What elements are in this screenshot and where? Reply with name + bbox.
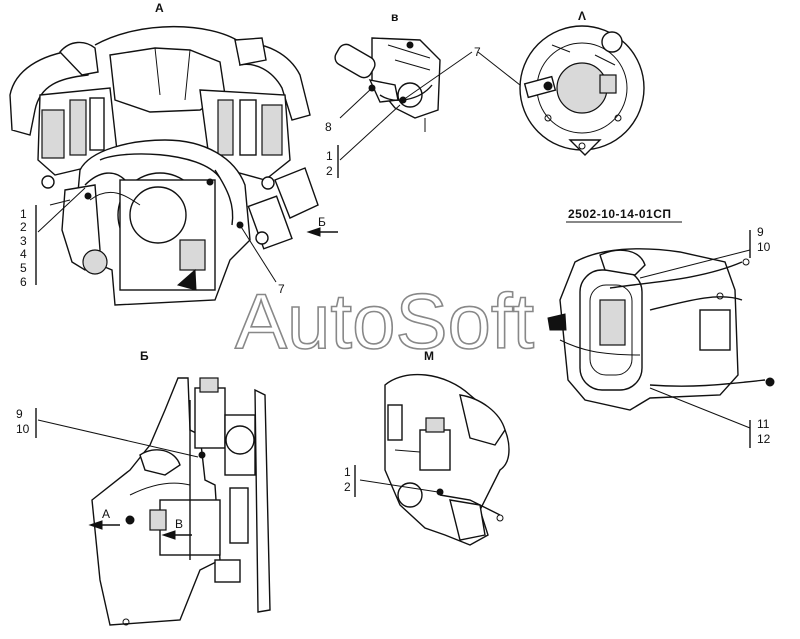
arrow-b-label: Б xyxy=(318,215,326,229)
view-arrow-a: А xyxy=(88,507,120,530)
callout-right-10: 10 xyxy=(757,240,771,254)
callout-3: 3 xyxy=(20,234,27,248)
callout-right-12: 12 xyxy=(757,432,771,446)
view-arrow-b: Б xyxy=(306,215,338,237)
view-l-alternator xyxy=(519,25,645,156)
drawing-code: 2502-10-14-01СП xyxy=(568,207,672,221)
callout-view-m-2: 2 xyxy=(344,480,351,494)
callout-view-v-8: 8 xyxy=(325,120,332,134)
callout-right-11: 11 xyxy=(757,417,770,431)
view-label-v: в xyxy=(391,10,398,24)
callout-right-9: 9 xyxy=(757,225,764,239)
view-label-a: А xyxy=(155,1,164,15)
callout-1: 1 xyxy=(20,207,27,221)
callout-5: 5 xyxy=(20,261,27,275)
view-v-assembly xyxy=(334,37,521,178)
callout-view-b-9: 9 xyxy=(16,407,23,421)
right-assembly xyxy=(547,230,775,448)
watermark: AutoSoft xyxy=(235,277,535,365)
arrow-v-label: В xyxy=(175,517,183,531)
view-label-l: Λ xyxy=(578,9,586,23)
callout-engine-7: 7 xyxy=(278,282,285,296)
view-label-m: М xyxy=(424,349,434,363)
engine-front-view xyxy=(9,25,319,306)
view-b-side xyxy=(35,377,271,626)
callout-2: 2 xyxy=(20,220,27,234)
arrow-a-label: А xyxy=(102,507,110,521)
callout-4: 4 xyxy=(20,247,27,261)
callout-view-b-10: 10 xyxy=(16,422,30,436)
callout-view-v-2: 2 xyxy=(326,164,333,178)
callout-6: 6 xyxy=(20,275,27,289)
callout-view-m-1: 1 xyxy=(344,465,351,479)
callout-group-engine-left: 1 2 3 4 5 6 xyxy=(20,207,27,289)
view-label-b: Б xyxy=(140,349,149,363)
view-m-assembly xyxy=(354,373,510,546)
callout-view-v-1: 1 xyxy=(326,149,333,163)
callout-view-v-7: 7 xyxy=(474,45,481,59)
view-arrow-v: В xyxy=(161,517,192,540)
